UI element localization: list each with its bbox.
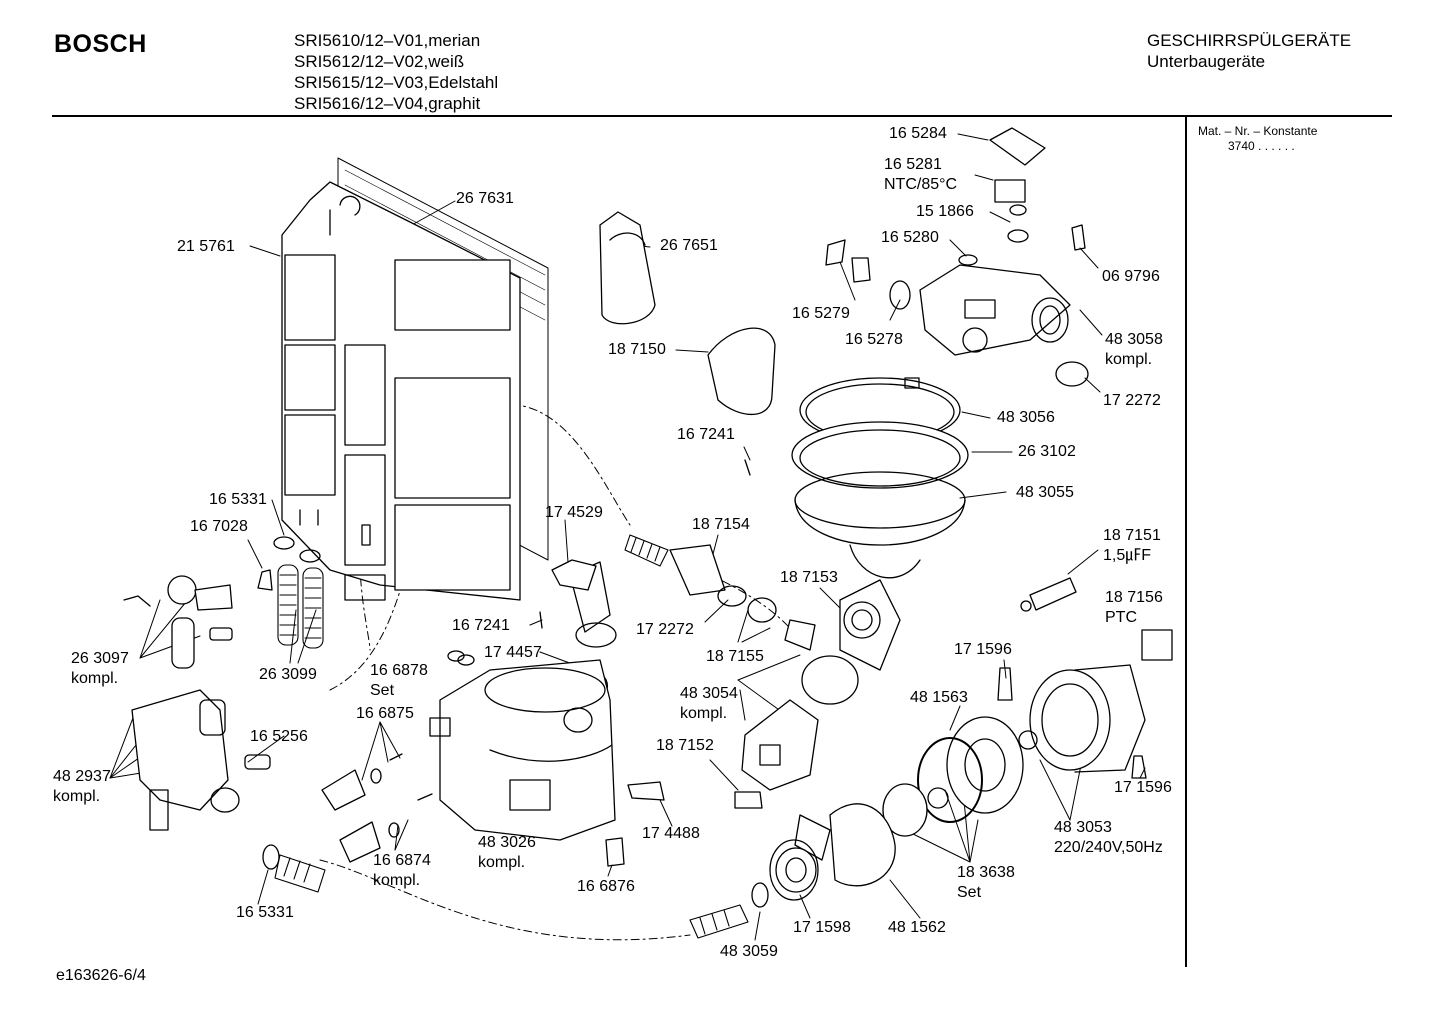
part-label-171596: 17 1596 — [1114, 779, 1172, 796]
category-title: GESCHIRRSPÜLGERÄTE — [1147, 31, 1352, 50]
part-label-165279: 16 5279 — [792, 305, 850, 322]
material-constant-title: Mat. – Nr. – Konstante — [1198, 124, 1318, 138]
part-label-165256: 16 5256 — [250, 728, 308, 745]
part-label-481563: 48 1563 — [910, 689, 968, 706]
water-softener-part — [429, 561, 617, 841]
header-divider — [52, 115, 1392, 117]
part-label-167028: 16 7028 — [190, 518, 248, 535]
part-label-187153: 18 7153 — [780, 569, 838, 586]
model-list: SRI5610/12–V01,merian SRI5612/12–V02,wei… — [294, 30, 498, 114]
part-label-165284: 16 5284 — [889, 125, 947, 142]
model-line: SRI5612/12–V02,weiß — [294, 52, 465, 71]
part-label-165331: 16 5331 — [236, 904, 294, 921]
part-label-069796: 06 9796 — [1102, 268, 1160, 285]
cover-part — [707, 327, 776, 416]
temperature-sensor-part — [989, 127, 1046, 216]
part-label-165278: 16 5278 — [845, 331, 903, 348]
part-label-483055: 48 3055 — [1016, 484, 1074, 501]
material-constant-value: 3740 . . . . . . — [1228, 139, 1295, 153]
drawing-code: e163626-6/4 — [56, 967, 146, 984]
model-line: SRI5610/12–V01,merian — [294, 31, 481, 50]
part-label-263102: 26 3102 — [1018, 443, 1076, 460]
pressure-switch-part — [123, 575, 233, 669]
bearing-ring-part — [769, 839, 819, 901]
screw-parts — [389, 459, 751, 801]
part-label-174488: 17 4488 — [642, 825, 700, 842]
part-label-483059: 48 3059 — [720, 943, 778, 960]
part-label-165331: 16 5331 — [209, 491, 267, 508]
hose-connector-parts — [669, 544, 859, 705]
material-constant-panel: Mat. – Nr. – Konstante 3740 . . . . . . — [1198, 124, 1317, 154]
part-label-187155: 18 7155 — [706, 648, 764, 665]
part-label-172272: 17 2272 — [636, 621, 694, 638]
part-label-171598: 17 1598 — [793, 919, 851, 936]
side-divider — [1185, 117, 1187, 967]
capacitor-part — [1020, 577, 1077, 612]
pump-motor-part — [1018, 664, 1146, 773]
part-label-174529: 17 4529 — [545, 504, 603, 521]
part-label-174457: 17 4457 — [484, 644, 542, 661]
container-frame-part — [281, 181, 521, 601]
part-label-187150: 18 7150 — [608, 341, 666, 358]
pump-housing-part — [775, 803, 896, 893]
category-block: GESCHIRRSPÜLGERÄTE Unterbaugeräte — [1147, 30, 1351, 72]
part-label-166876: 16 6876 — [577, 878, 635, 895]
heater-element-part — [919, 264, 1071, 356]
nozzle-part — [551, 559, 597, 591]
part-label-481562: 48 1562 — [888, 919, 946, 936]
model-line: SRI5616/12–V04,graphit — [294, 94, 481, 113]
model-line: SRI5615/12–V03,Edelstahl — [294, 73, 499, 92]
spring-hose-parts — [274, 534, 749, 939]
part-label-171596: 17 1596 — [954, 641, 1012, 658]
solenoid-valve-parts — [321, 768, 400, 863]
clip-parts — [257, 224, 1147, 867]
part-label-166875: 16 6875 — [356, 705, 414, 722]
part-label-483056: 48 3056 — [997, 409, 1055, 426]
part-label-167241: 16 7241 — [677, 426, 735, 443]
category-subtitle: Unterbaugeräte — [1147, 52, 1266, 71]
brand-logo: BOSCH — [54, 30, 147, 58]
part-label-187154: 18 7154 — [692, 516, 750, 533]
ptc-part — [1141, 629, 1173, 661]
part-label-263099: 26 3099 — [259, 666, 317, 683]
inlet-valve-part — [131, 689, 271, 831]
part-label-172272: 17 2272 — [1103, 392, 1161, 409]
part-label-267631: 26 7631 — [456, 190, 514, 207]
part-label-187152: 18 7152 — [656, 737, 714, 754]
part-label-167241: 16 7241 — [452, 617, 510, 634]
sump-assembly — [791, 377, 969, 671]
drain-pump-part — [741, 699, 819, 791]
rinse-aid-bottle-part — [599, 211, 656, 325]
part-label-165280: 16 5280 — [881, 229, 939, 246]
part-label-215761: 21 5761 — [177, 238, 235, 255]
impeller-housing-part — [882, 716, 1024, 837]
bracket-part — [627, 781, 665, 801]
part-label-151866: 15 1866 — [916, 203, 974, 220]
part-label-267651: 26 7651 — [660, 237, 718, 254]
